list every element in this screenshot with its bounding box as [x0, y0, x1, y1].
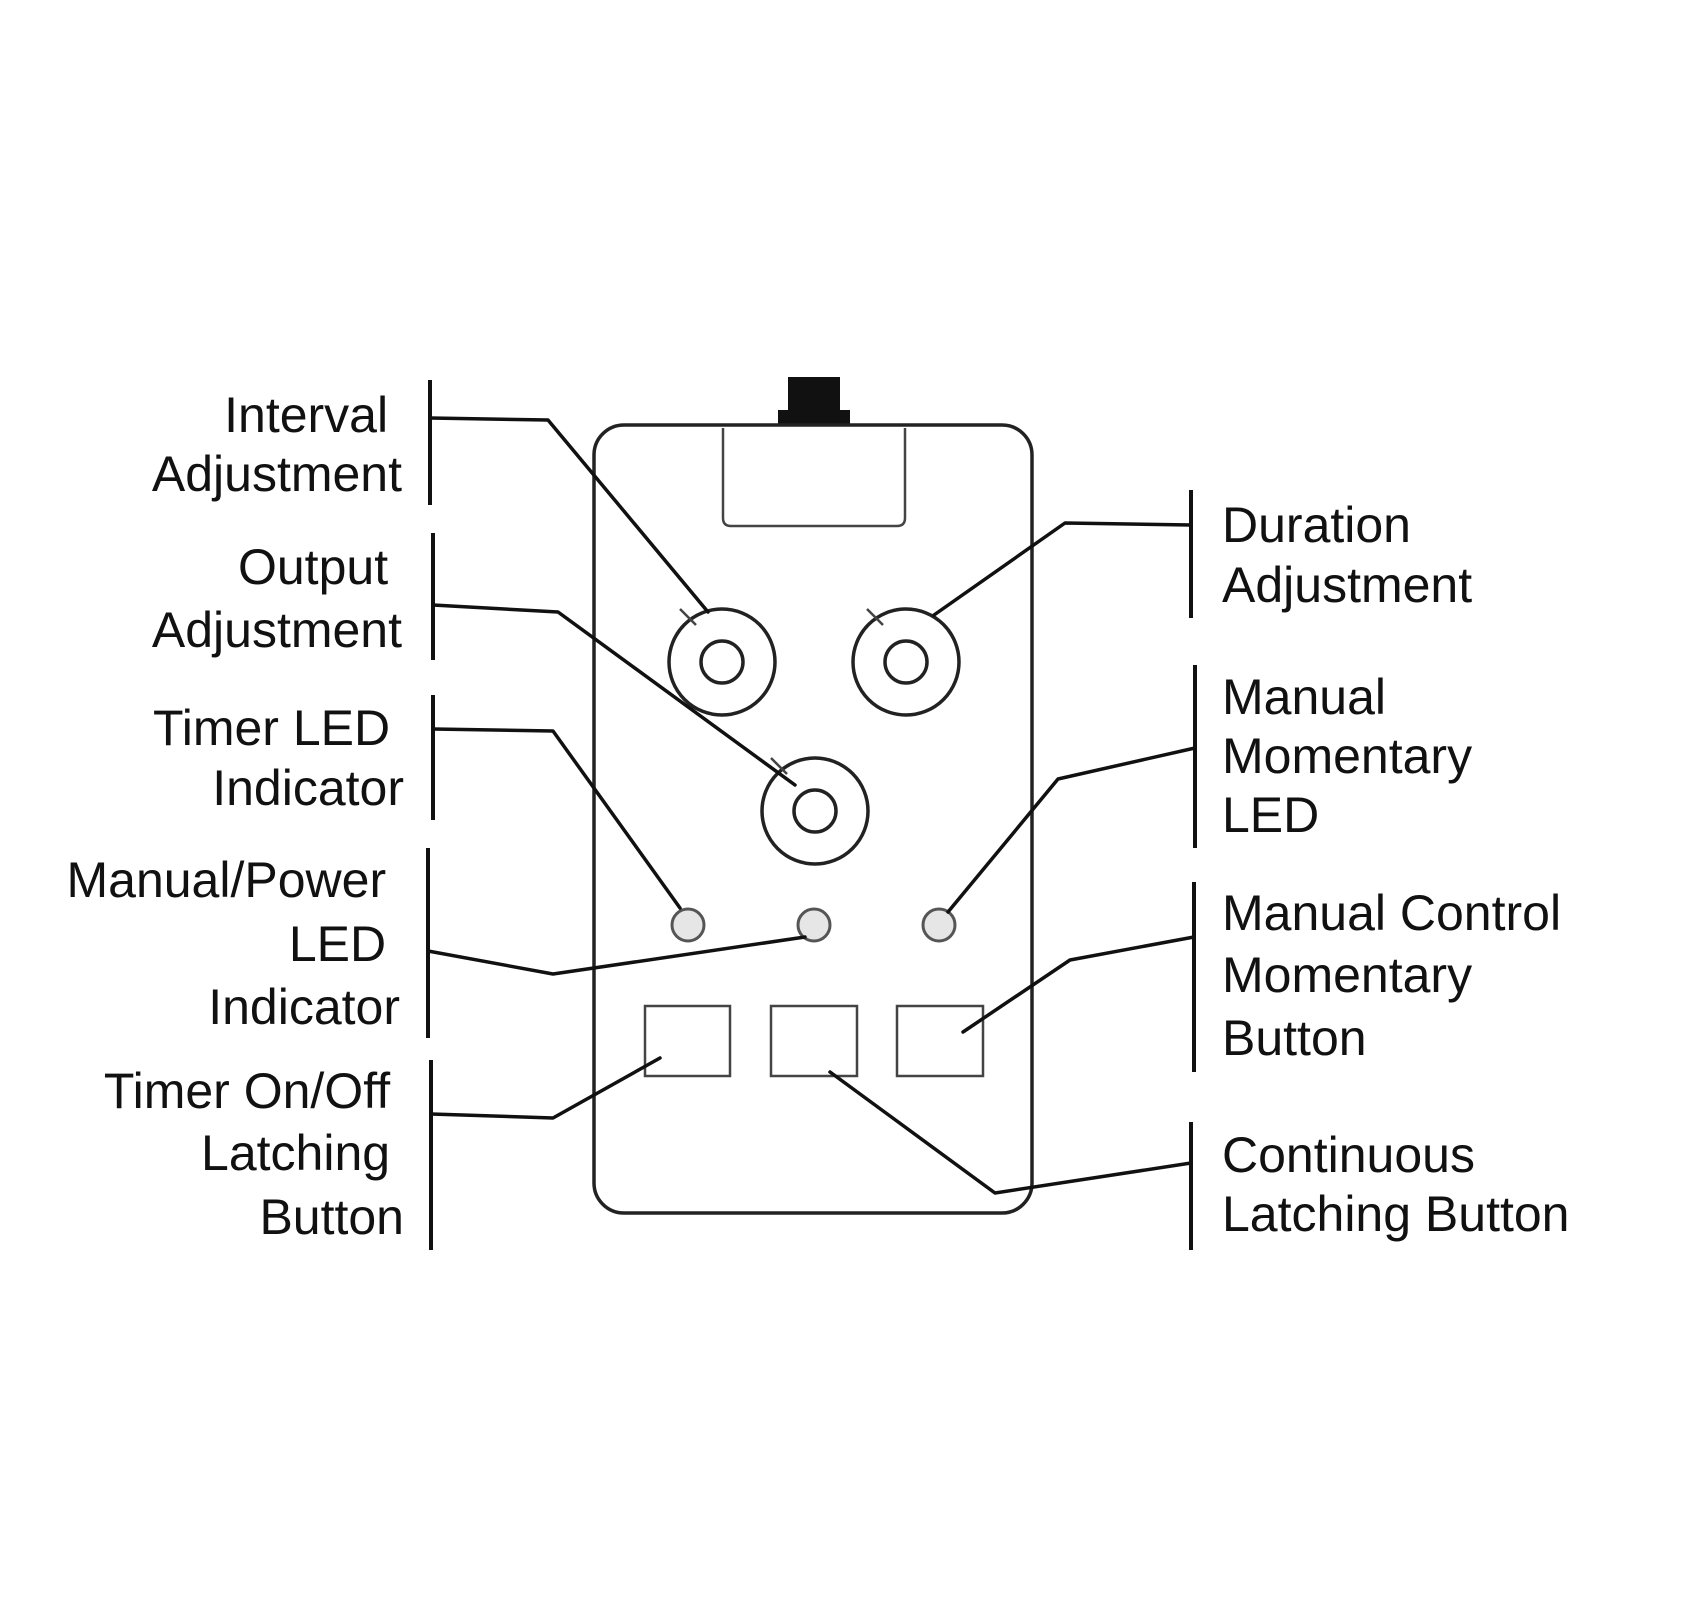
interval-knob	[667, 607, 777, 717]
manual-momentary-led	[921, 907, 957, 943]
label-duration: Duration Adjustment	[1222, 497, 1472, 613]
device	[592, 377, 1034, 1215]
device-connector-base	[778, 410, 850, 426]
timer-led	[670, 907, 706, 943]
label-interval: Interval Adjustment	[152, 387, 402, 502]
bracket-bars	[426, 380, 1197, 1250]
label-manual-momentary-led: Manual Momentary LED	[1222, 669, 1486, 843]
right-labels: Duration Adjustment Manual Momentary LED…	[1222, 497, 1575, 1242]
leader-continuous-button	[828, 1070, 1193, 1195]
leader-duration	[932, 521, 1193, 617]
duration-knob	[851, 607, 961, 717]
leader-timer-led	[431, 727, 682, 910]
timer-on-off-latching-button	[643, 1004, 732, 1078]
leader-timer-button	[429, 1056, 662, 1120]
leader-lines	[426, 416, 1197, 1195]
device-top-window	[721, 428, 907, 528]
left-labels: Interval Adjustment Output Adjustment Ti…	[66, 387, 404, 1245]
label-manual-power-led: Manual/Power LED Indicator	[66, 852, 400, 1035]
label-timer-led: Timer LED Indicator	[153, 700, 404, 816]
label-continuous-button: Continuous Latching Button	[1222, 1127, 1570, 1242]
leader-manual-momentary-led	[946, 746, 1197, 914]
leader-interval	[428, 416, 710, 614]
leader-output	[431, 603, 797, 787]
label-output: Output Adjustment	[152, 539, 402, 658]
continuous-latching-button	[769, 1004, 859, 1078]
device-body	[592, 423, 1034, 1215]
manual-power-led	[796, 907, 832, 943]
label-manual-control-button: Manual Control Momentary Button	[1222, 885, 1575, 1066]
leader-manual-power-led	[426, 935, 807, 976]
manual-control-momentary-button	[895, 1004, 985, 1078]
output-knob	[760, 756, 870, 866]
label-timer-button: Timer On/Off Latching Button	[104, 1063, 404, 1245]
leader-manual-control-button	[961, 935, 1196, 1034]
